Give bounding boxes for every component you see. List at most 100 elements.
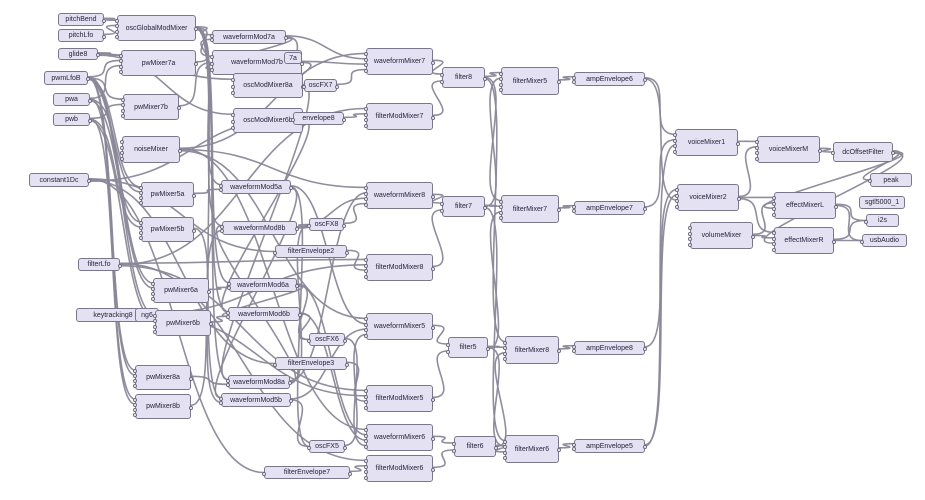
output-port-icon[interactable] bbox=[486, 346, 490, 351]
input-port-icon[interactable] bbox=[673, 133, 677, 138]
output-port-icon[interactable] bbox=[207, 289, 211, 294]
input-port-icon[interactable] bbox=[120, 140, 124, 145]
input-port-icon[interactable] bbox=[133, 403, 137, 407]
wire-waveformmixer5-to-filter5[interactable] bbox=[432, 324, 449, 345]
wire-filter6-to-filtermixer6[interactable] bbox=[494, 444, 507, 453]
output-port-icon[interactable] bbox=[431, 60, 435, 65]
input-port-icon[interactable] bbox=[139, 201, 143, 205]
output-port-icon[interactable] bbox=[643, 445, 647, 449]
input-port-icon[interactable] bbox=[133, 379, 137, 383]
input-port-icon[interactable] bbox=[364, 464, 368, 469]
wire-filter5-to-filtermixer7[interactable] bbox=[487, 211, 502, 350]
input-port-icon[interactable] bbox=[231, 84, 235, 89]
node-filtermixer8[interactable]: filterMixer8 bbox=[503, 336, 561, 364]
wire-oscfx8-to-waveformmixer8[interactable] bbox=[343, 202, 367, 225]
node-pitchbend[interactable]: pitchBend bbox=[58, 13, 106, 26]
output-port-icon[interactable] bbox=[335, 84, 339, 89]
input-port-icon[interactable] bbox=[675, 199, 679, 204]
output-port-icon[interactable] bbox=[483, 76, 487, 81]
wire-waveformmod8b-to-waveformmixer8[interactable] bbox=[296, 197, 367, 228]
output-port-icon[interactable] bbox=[102, 34, 106, 39]
wire-filtermixer6-to-ampenvelope5[interactable] bbox=[558, 442, 575, 449]
input-port-icon[interactable] bbox=[772, 242, 776, 247]
node-filterenvelope7[interactable]: filterEnvelope7 bbox=[262, 466, 352, 479]
input-port-icon[interactable] bbox=[364, 400, 368, 405]
input-port-icon[interactable] bbox=[364, 191, 368, 196]
output-port-icon[interactable] bbox=[192, 193, 196, 198]
wire-filtermodmixer8-to-filter7[interactable] bbox=[431, 209, 444, 268]
input-port-icon[interactable] bbox=[151, 297, 155, 301]
output-port-icon[interactable] bbox=[178, 148, 182, 153]
input-port-icon[interactable] bbox=[227, 286, 231, 291]
input-port-icon[interactable] bbox=[772, 207, 776, 212]
input-port-icon[interactable] bbox=[772, 201, 776, 206]
wire-filter5-to-filtermixer8[interactable] bbox=[487, 345, 506, 348]
output-port-icon[interactable] bbox=[483, 205, 487, 210]
output-port-icon[interactable] bbox=[288, 381, 292, 385]
input-port-icon[interactable] bbox=[503, 445, 507, 450]
input-port-icon[interactable] bbox=[364, 428, 368, 433]
output-port-icon[interactable] bbox=[192, 228, 196, 233]
output-port-icon[interactable] bbox=[86, 77, 90, 81]
input-port-icon[interactable] bbox=[364, 52, 368, 57]
output-port-icon[interactable] bbox=[88, 98, 92, 103]
input-port-icon[interactable] bbox=[151, 287, 155, 291]
output-port-icon[interactable] bbox=[834, 204, 838, 209]
input-port-icon[interactable] bbox=[220, 224, 224, 229]
input-port-icon[interactable] bbox=[364, 63, 368, 68]
wire-waveformmod6b-to-oscfx6[interactable] bbox=[298, 313, 311, 341]
input-port-icon[interactable] bbox=[572, 349, 576, 354]
node-waveformmod5a[interactable]: waveformMod5a bbox=[219, 180, 293, 194]
output-port-icon[interactable] bbox=[343, 338, 347, 343]
input-port-icon[interactable] bbox=[868, 179, 872, 183]
output-port-icon[interactable] bbox=[736, 141, 740, 146]
output-port-icon[interactable] bbox=[194, 27, 198, 31]
node-waveformmod7a[interactable]: waveformMod7a bbox=[210, 30, 288, 44]
node-oscglobalmodmixer[interactable]: oscGlobalModMixer bbox=[115, 15, 198, 41]
input-port-icon[interactable] bbox=[115, 24, 119, 29]
node-pwmixer6a[interactable]: pwMixer6a bbox=[151, 278, 211, 303]
input-port-icon[interactable] bbox=[503, 450, 507, 455]
input-port-icon[interactable] bbox=[139, 226, 143, 230]
input-port-icon[interactable] bbox=[226, 310, 230, 315]
node-filtermixer7[interactable]: filterMixer7 bbox=[499, 195, 561, 223]
wire-waveformmod5a-to-waveformmod5b[interactable] bbox=[214, 187, 298, 399]
output-port-icon[interactable] bbox=[431, 194, 435, 199]
wire-waveformmod7b-to-waveformmixer7[interactable] bbox=[301, 60, 367, 65]
node-filtermodmixer5[interactable]: filterModMixer5 bbox=[364, 385, 435, 412]
input-port-icon[interactable] bbox=[133, 413, 137, 417]
wire-oscfx6-to-waveformmixer6[interactable] bbox=[344, 337, 367, 447]
node-waveformmod8b[interactable]: waveformMod8b bbox=[220, 221, 299, 235]
wire-pwmixer7b-to-waveformmod7b[interactable] bbox=[178, 61, 213, 107]
output-port-icon[interactable] bbox=[345, 362, 349, 367]
output-port-icon[interactable] bbox=[557, 349, 561, 353]
input-port-icon[interactable] bbox=[133, 384, 137, 388]
wire-waveformmod5b-to-oscfx5[interactable] bbox=[290, 399, 310, 448]
wire-filtermodmixer6-to-filter6[interactable] bbox=[432, 449, 455, 469]
output-port-icon[interactable] bbox=[737, 196, 741, 201]
input-port-icon[interactable] bbox=[364, 274, 368, 279]
wire-voicemixer2-to-voicemixerm[interactable] bbox=[738, 146, 758, 198]
input-port-icon[interactable] bbox=[273, 362, 277, 367]
wire-ampenvelope7-to-voicemixer1[interactable] bbox=[644, 139, 676, 208]
input-port-icon[interactable] bbox=[121, 108, 125, 113]
input-port-icon[interactable] bbox=[440, 80, 444, 84]
input-port-icon[interactable] bbox=[503, 340, 507, 345]
output-port-icon[interactable] bbox=[431, 467, 435, 472]
input-port-icon[interactable] bbox=[673, 144, 677, 149]
input-port-icon[interactable] bbox=[121, 113, 125, 118]
wire-filtermixer8-to-ampenvelope8[interactable] bbox=[558, 344, 575, 350]
input-port-icon[interactable] bbox=[151, 292, 155, 296]
node-pwmixer7a[interactable]: pwMixer7a bbox=[119, 50, 198, 76]
wire-filterenvelope2-to-filtermodmixer8[interactable] bbox=[346, 249, 367, 271]
input-port-icon[interactable] bbox=[153, 329, 157, 334]
node-i2s[interactable]: i2s bbox=[864, 214, 899, 227]
input-port-icon[interactable] bbox=[121, 98, 125, 103]
node-pwmixer5a[interactable]: pwMixer5a bbox=[139, 182, 196, 207]
input-port-icon[interactable] bbox=[219, 401, 223, 406]
input-port-icon[interactable] bbox=[153, 324, 157, 329]
output-port-icon[interactable] bbox=[177, 106, 181, 110]
input-port-icon[interactable] bbox=[364, 107, 368, 112]
input-port-icon[interactable] bbox=[452, 449, 456, 453]
node-filterenvelope3[interactable]: filterEnvelope3 bbox=[273, 357, 349, 370]
